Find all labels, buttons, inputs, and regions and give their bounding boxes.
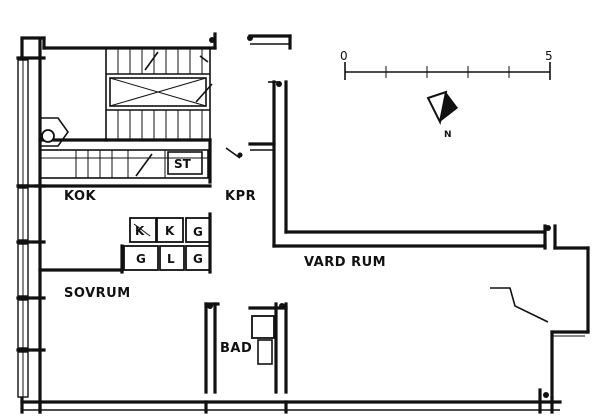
fixture-k2 — [156, 217, 184, 243]
north-arrow-icon: N — [426, 90, 458, 140]
fixture-label-st: ST — [174, 157, 192, 171]
room-label-sovrum: SOVRUM — [64, 286, 131, 301]
outer-wall-bottom — [20, 400, 562, 414]
room-label-kpr: KPR — [225, 189, 256, 204]
scale-start-label: 0 — [340, 49, 348, 63]
room-label-bad: BAD — [220, 341, 252, 356]
fixture-g3 — [185, 245, 211, 271]
fixture-label-g1: G — [193, 225, 203, 239]
living-room-walls — [272, 224, 590, 414]
fixture-label-k1: K — [135, 224, 145, 238]
scale-end-label: 5 — [545, 49, 553, 63]
room-label-vardrum: VARD RUM — [304, 255, 386, 270]
outer-wall-top — [20, 32, 292, 50]
room-label-kok: KOK — [64, 189, 97, 204]
fixture-k1 — [129, 217, 157, 243]
bathroom-walls — [204, 302, 288, 394]
bath-sink — [251, 315, 275, 339]
fixture-l — [159, 245, 185, 271]
closet-block — [38, 212, 212, 274]
bath-toilet — [257, 339, 273, 365]
fixture-label-g2: G — [136, 252, 146, 266]
stairwell — [105, 37, 215, 141]
kitchen-partitions — [34, 117, 212, 188]
fixture-g2 — [123, 245, 159, 271]
fixture-label-g3: G — [193, 252, 203, 266]
outer-wall-left — [16, 38, 46, 414]
hall-walls — [225, 80, 288, 248]
north-label: N — [444, 130, 452, 140]
scale-bar: 0 5 — [340, 49, 553, 80]
fixture-g1 — [185, 217, 211, 243]
fixture-label-k2: K — [165, 224, 175, 238]
fixture-label-l: L — [167, 252, 175, 266]
